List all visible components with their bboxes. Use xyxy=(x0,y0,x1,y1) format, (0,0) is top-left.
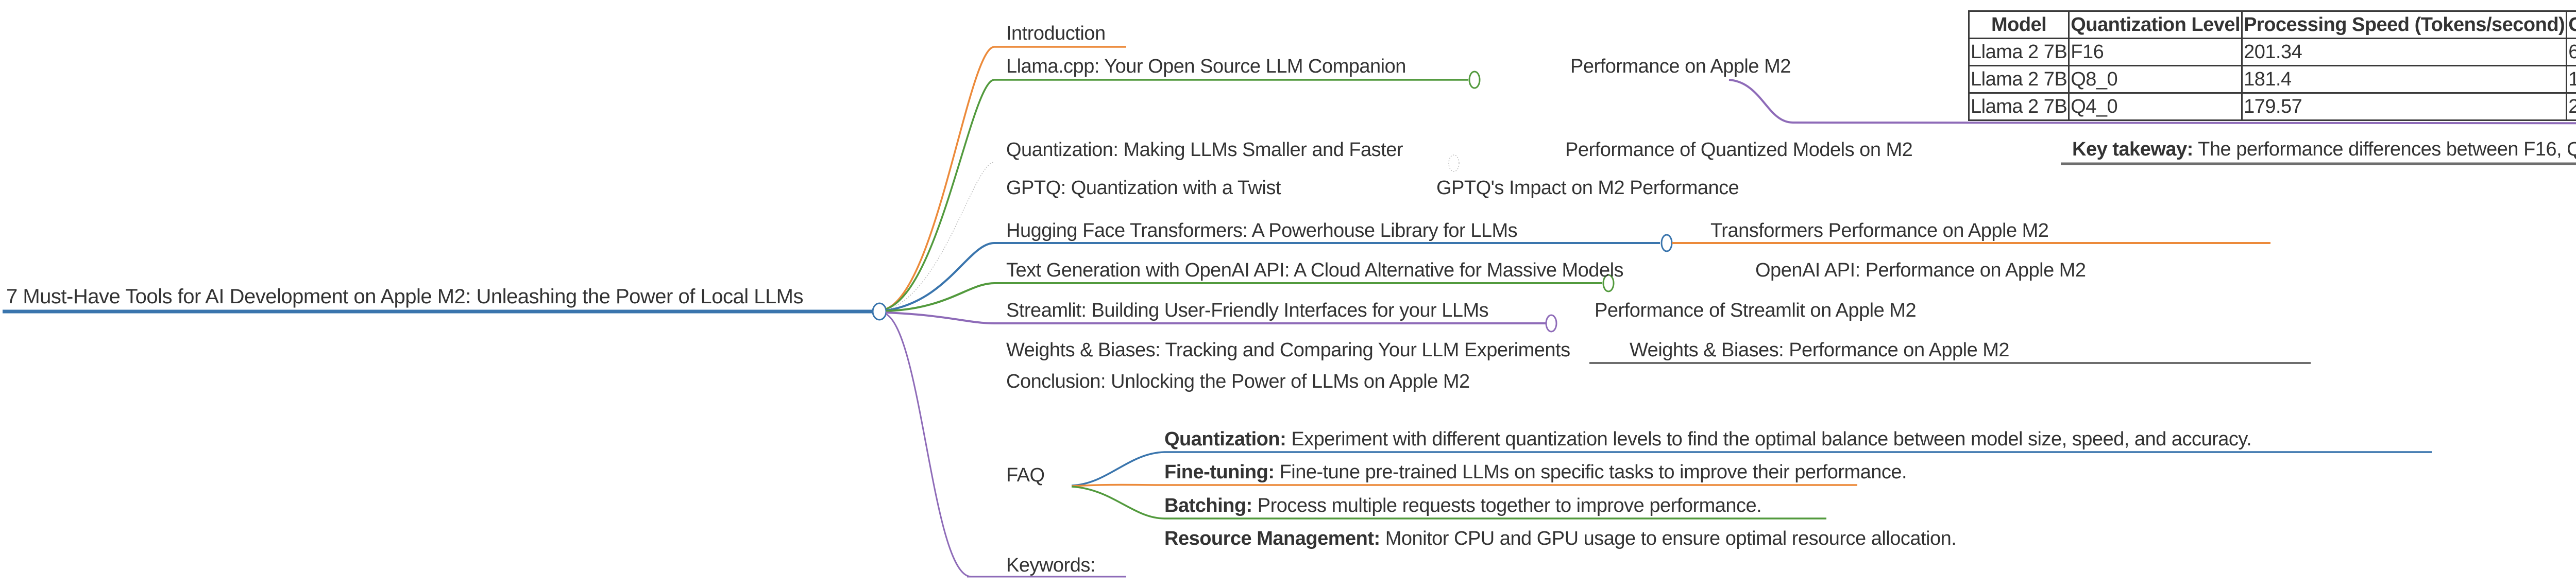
faq-item-title: Fine-tuning: xyxy=(1164,461,1275,483)
performance-table: Model Quantization Level Processing Spee… xyxy=(1968,10,2576,121)
openai-performance-node[interactable]: OpenAI API: Performance on Apple M2 xyxy=(1755,260,2086,281)
table-row: Llama 2 7B F16 201.34 6.72 xyxy=(1968,38,2576,66)
transformers-performance-node[interactable]: Transformers Performance on Apple M2 xyxy=(1710,220,2049,241)
branch-hugging-face[interactable]: Hugging Face Transformers: A Powerhouse … xyxy=(1006,220,1518,241)
faq-item-title: Batching: xyxy=(1164,495,1252,516)
branch-llama-cpp[interactable]: Llama.cpp: Your Open Source LLM Companio… xyxy=(1006,56,1406,77)
faq-item-text: Fine-tune pre-trained LLMs on specific t… xyxy=(1274,461,1907,483)
branch-gptq[interactable]: GPTQ: Quantization with a Twist xyxy=(1006,177,1281,199)
faq-item-fine-tuning[interactable]: Fine-tuning: Fine-tune pre-trained LLMs … xyxy=(1164,460,1907,484)
branch-faq[interactable]: FAQ xyxy=(1006,464,1045,486)
key-takeaway-text: The performance differences between F16,… xyxy=(2198,139,2576,160)
col-quantization-level: Quantization Level xyxy=(2068,10,2243,39)
openai-collapse-toggle[interactable] xyxy=(1602,274,1615,292)
cell: F16 xyxy=(2068,38,2243,66)
cell: Llama 2 7B xyxy=(1968,38,2070,66)
cell: 6.72 xyxy=(2566,38,2576,66)
key-takeaway-label: Key takeway: xyxy=(2072,139,2193,160)
cell: 201.34 xyxy=(2241,38,2568,66)
hf-collapse-toggle[interactable] xyxy=(1660,234,1673,252)
cell: Q8_0 xyxy=(2068,65,2243,94)
col-processing-speed: Processing Speed (Tokens/second) xyxy=(2241,10,2568,39)
table-row: Llama 2 7B Q8_0 181.4 12.21 xyxy=(1968,65,2576,94)
faq-item-text: Experiment with different quantization l… xyxy=(1286,428,2252,450)
llama-performance-node[interactable]: Performance on Apple M2 xyxy=(1570,56,1791,77)
quantized-performance-node[interactable]: Performance of Quantized Models on M2 xyxy=(1565,139,1913,161)
cell: 12.21 xyxy=(2566,65,2576,94)
cell: 179.57 xyxy=(2241,92,2568,121)
streamlit-collapse-toggle[interactable] xyxy=(1545,314,1557,333)
branch-quantization[interactable]: Quantization: Making LLMs Smaller and Fa… xyxy=(1006,139,1403,161)
gptq-impact-node[interactable]: GPTQ's Impact on M2 Performance xyxy=(1436,177,1739,199)
faq-item-text: Process multiple requests together to im… xyxy=(1252,495,1762,516)
cell: 21.91 xyxy=(2566,92,2576,121)
faq-item-title: Quantization: xyxy=(1164,428,1286,450)
faq-item-quantization[interactable]: Quantization: Experiment with different … xyxy=(1164,427,2252,451)
key-takeaway-node[interactable]: Key takeway: The performance differences… xyxy=(2072,137,2576,161)
streamlit-performance-node[interactable]: Performance of Streamlit on Apple M2 xyxy=(1595,300,1917,321)
cell: Q4_0 xyxy=(2068,92,2243,121)
table-row: Llama 2 7B Q4_0 179.57 21.91 xyxy=(1968,92,2576,121)
faq-item-title: Resource Management: xyxy=(1164,528,1380,549)
faq-item-batching[interactable]: Batching: Process multiple requests toge… xyxy=(1164,494,1762,517)
branch-keywords[interactable]: Keywords: xyxy=(1006,555,1095,576)
root-topic[interactable]: 7 Must-Have Tools for AI Development on … xyxy=(6,285,804,308)
faq-item-resource-management[interactable]: Resource Management: Monitor CPU and GPU… xyxy=(1164,527,1957,550)
branch-introduction[interactable]: Introduction xyxy=(1006,23,1106,44)
wandb-performance-node[interactable]: Weights & Biases: Performance on Apple M… xyxy=(1630,339,2010,361)
branch-weights-biases[interactable]: Weights & Biases: Tracking and Comparing… xyxy=(1006,339,1570,361)
root-collapse-toggle[interactable] xyxy=(872,302,887,321)
faq-item-text: Monitor CPU and GPU usage to ensure opti… xyxy=(1380,528,1957,549)
cell: Llama 2 7B xyxy=(1968,65,2070,94)
branch-streamlit[interactable]: Streamlit: Building User-Friendly Interf… xyxy=(1006,300,1489,321)
col-generation-speed: Generation Speed (Tokens/second) xyxy=(2566,10,2576,39)
branch-openai-api[interactable]: Text Generation with OpenAI API: A Cloud… xyxy=(1006,260,1624,281)
cell: 181.4 xyxy=(2241,65,2568,94)
col-model: Model xyxy=(1968,10,2070,39)
branch-conclusion[interactable]: Conclusion: Unlocking the Power of LLMs … xyxy=(1006,371,1470,392)
table-header-row: Model Quantization Level Processing Spee… xyxy=(1968,10,2576,39)
llama-collapse-toggle[interactable] xyxy=(1468,71,1481,89)
cell: Llama 2 7B xyxy=(1968,92,2070,121)
